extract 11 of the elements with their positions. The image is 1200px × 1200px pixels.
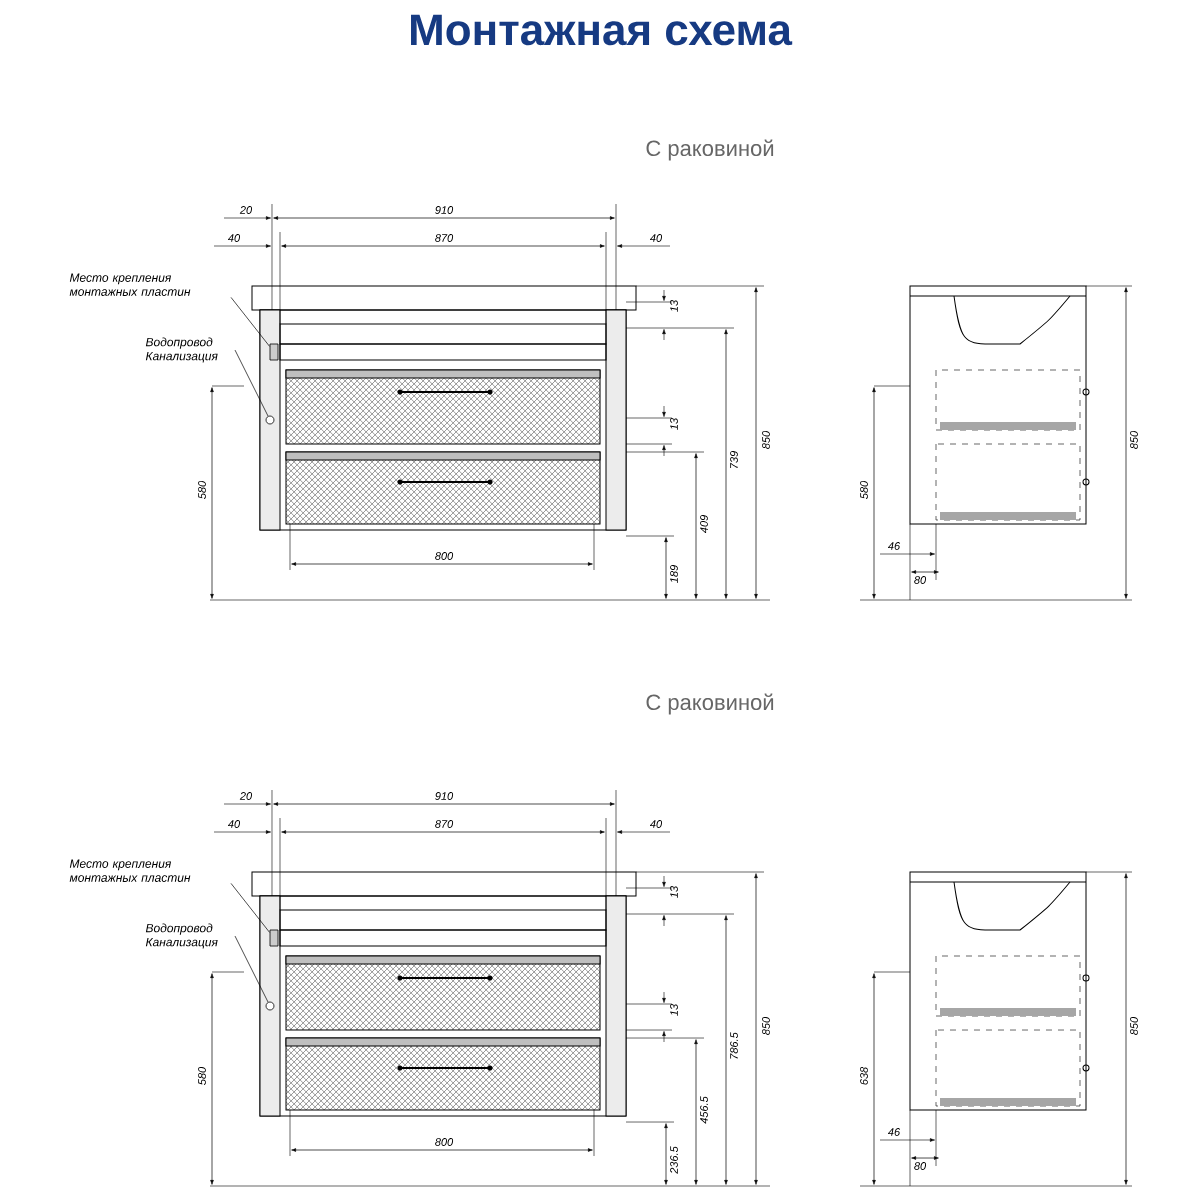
section-heading: С раковиной bbox=[646, 693, 774, 715]
leader-line bbox=[230, 297, 270, 347]
leader-line bbox=[234, 935, 269, 1003]
leader-line bbox=[234, 349, 269, 417]
section-heading: С раковиной bbox=[646, 139, 774, 161]
mounting-plate bbox=[269, 343, 279, 361]
pipe-outlet bbox=[265, 415, 275, 425]
pipe-outlet bbox=[265, 1001, 275, 1011]
leader-line bbox=[230, 883, 270, 933]
mounting-plate bbox=[269, 929, 279, 947]
title: Монтажная схема bbox=[411, 14, 793, 46]
